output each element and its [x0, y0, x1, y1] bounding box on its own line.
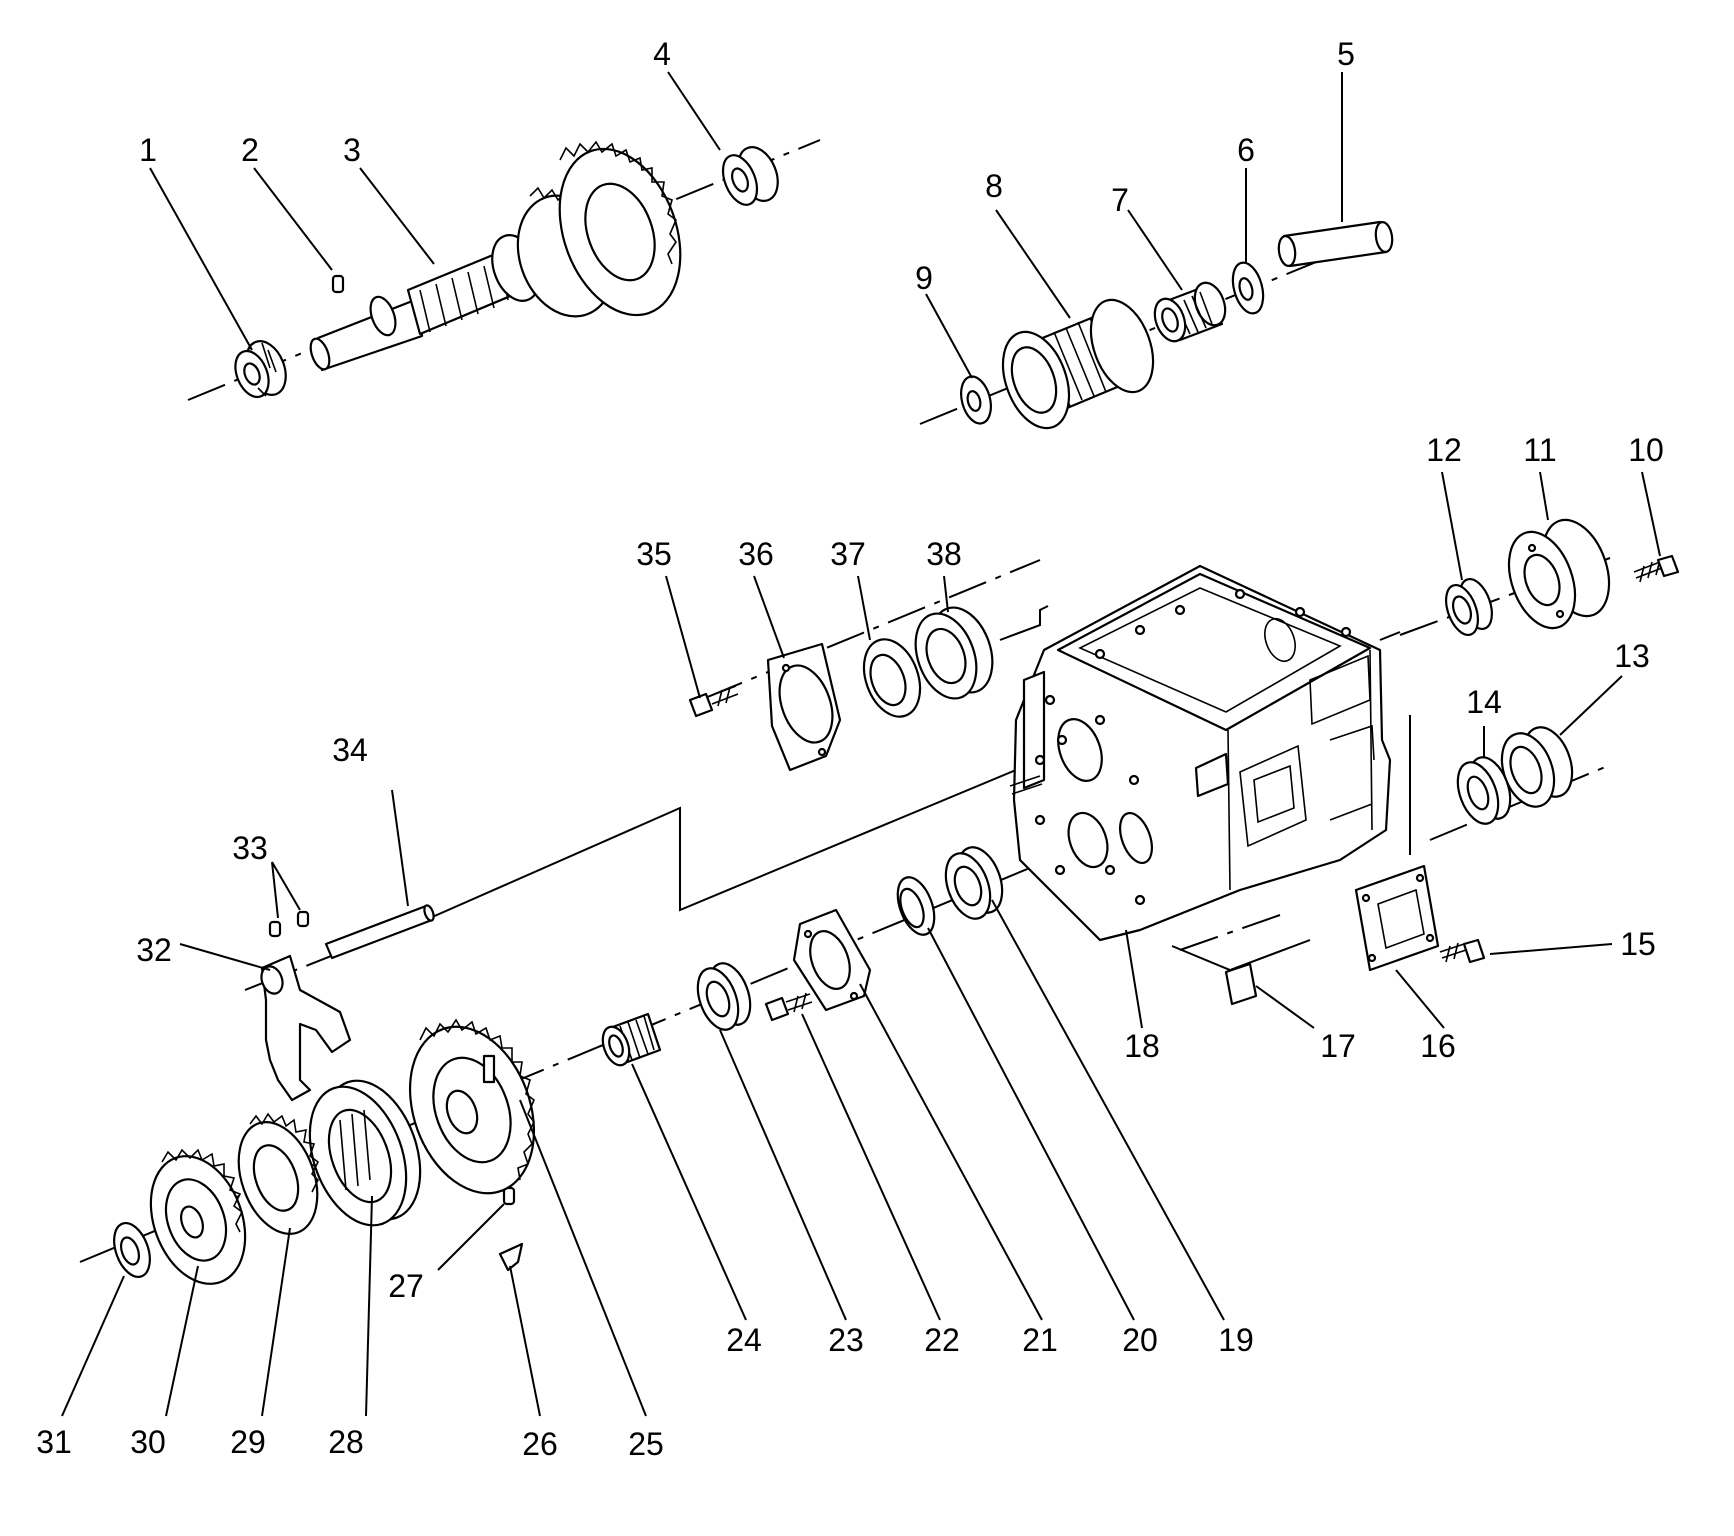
callout-31: 31	[36, 1424, 72, 1460]
callout-20: 20	[1122, 1322, 1158, 1358]
bearing-cup-13	[1500, 726, 1574, 808]
second-speed-gear-31	[149, 1148, 247, 1285]
leader-lines	[61, 71, 1661, 1417]
callout-12: 12	[1426, 432, 1462, 468]
callout-13: 13	[1614, 638, 1650, 674]
callout-10: 10	[1628, 432, 1664, 468]
callout-30: 30	[130, 1424, 166, 1460]
callout-8: 8	[985, 168, 1003, 204]
callout-24: 24	[726, 1322, 762, 1358]
callout-28: 28	[328, 1424, 364, 1460]
callout-33: 33	[232, 830, 268, 866]
callout-27: 27	[388, 1268, 424, 1304]
callout-36: 36	[738, 536, 774, 572]
callout-17: 17	[1320, 1028, 1356, 1064]
bearing-retainer-36	[766, 642, 842, 772]
callout-15: 15	[1620, 926, 1656, 962]
snap-ring-31	[113, 1222, 151, 1278]
callout-23: 23	[828, 1322, 864, 1358]
callout-19: 19	[1218, 1322, 1254, 1358]
shift-rail-assembly-line	[429, 759, 1041, 919]
callout-25: 25	[628, 1426, 664, 1462]
thrust-washer-6	[1231, 261, 1265, 315]
needle-bearing-25	[601, 1012, 662, 1067]
pin-33a	[268, 920, 282, 938]
callout-29: 29	[230, 1424, 266, 1460]
shaft-5	[1277, 220, 1394, 268]
callout-7: 7	[1111, 182, 1129, 218]
callout-3: 3	[343, 132, 361, 168]
key-2	[331, 274, 345, 294]
callout-32: 32	[136, 932, 172, 968]
bearing-race-24	[696, 962, 752, 1031]
oil-seal-14	[1456, 756, 1512, 825]
bearing-cup-19	[944, 846, 1004, 920]
callout-26: 26	[522, 1426, 558, 1462]
callout-6: 6	[1237, 132, 1255, 168]
bearing-cup-38	[914, 606, 994, 700]
transmission-case-18	[1012, 564, 1392, 942]
plug-17	[1224, 962, 1258, 1006]
callout-37: 37	[830, 536, 866, 572]
callout-38: 38	[926, 536, 962, 572]
right-assembly-line	[1379, 631, 1401, 641]
upper-bore-axis	[704, 559, 1041, 699]
bolt-15	[1439, 938, 1486, 964]
callout-14: 14	[1466, 684, 1502, 720]
clip-26	[498, 1242, 524, 1272]
upper-bore-assembly-line	[999, 605, 1049, 641]
countershaft-gear-3	[309, 140, 682, 372]
first-speed-gear-28	[408, 1018, 536, 1195]
shift-fork-32	[260, 954, 352, 1102]
synchronizer-hub-30	[237, 1112, 320, 1235]
bolt-35	[688, 685, 739, 718]
tapered-bearing-1	[234, 340, 287, 399]
needle-bearing-7	[1153, 281, 1227, 343]
callout-22: 22	[924, 1322, 960, 1358]
callout-34: 34	[332, 732, 368, 768]
bolt-10	[1633, 554, 1680, 583]
bearing-retainer-21	[792, 908, 872, 1012]
reverse-idler-gear-8	[1001, 298, 1155, 430]
power-takeoff-axis	[1179, 914, 1281, 951]
bearing-retainer-11	[1507, 518, 1611, 630]
callout-18: 18	[1124, 1028, 1160, 1064]
callout-16: 16	[1420, 1028, 1456, 1064]
right-lower-axis	[1429, 764, 1611, 841]
callout-21: 21	[1022, 1322, 1058, 1358]
case-bolt	[1009, 775, 1043, 795]
shift-rail-34	[324, 904, 435, 960]
pto-cover-16	[1354, 864, 1440, 972]
callout-11: 11	[1523, 432, 1557, 468]
input-shaft-axis	[919, 239, 1371, 425]
callout-1: 1	[139, 132, 157, 168]
thrust-washer-9	[960, 375, 992, 425]
callout-35: 35	[636, 536, 672, 572]
callout-4: 4	[653, 36, 671, 72]
snap-ring-20	[896, 876, 936, 936]
pin-33b	[296, 910, 310, 928]
key-27	[502, 1186, 516, 1206]
snap-ring-37	[862, 638, 922, 718]
bolt-23	[764, 992, 813, 1022]
bearing-race-12	[1445, 578, 1493, 636]
callout-2: 2	[241, 132, 259, 168]
synchronizer-sleeve-29	[308, 1079, 422, 1227]
tapered-bearing-4	[721, 146, 779, 206]
callout-5: 5	[1337, 36, 1355, 72]
callout-9: 9	[915, 260, 933, 296]
